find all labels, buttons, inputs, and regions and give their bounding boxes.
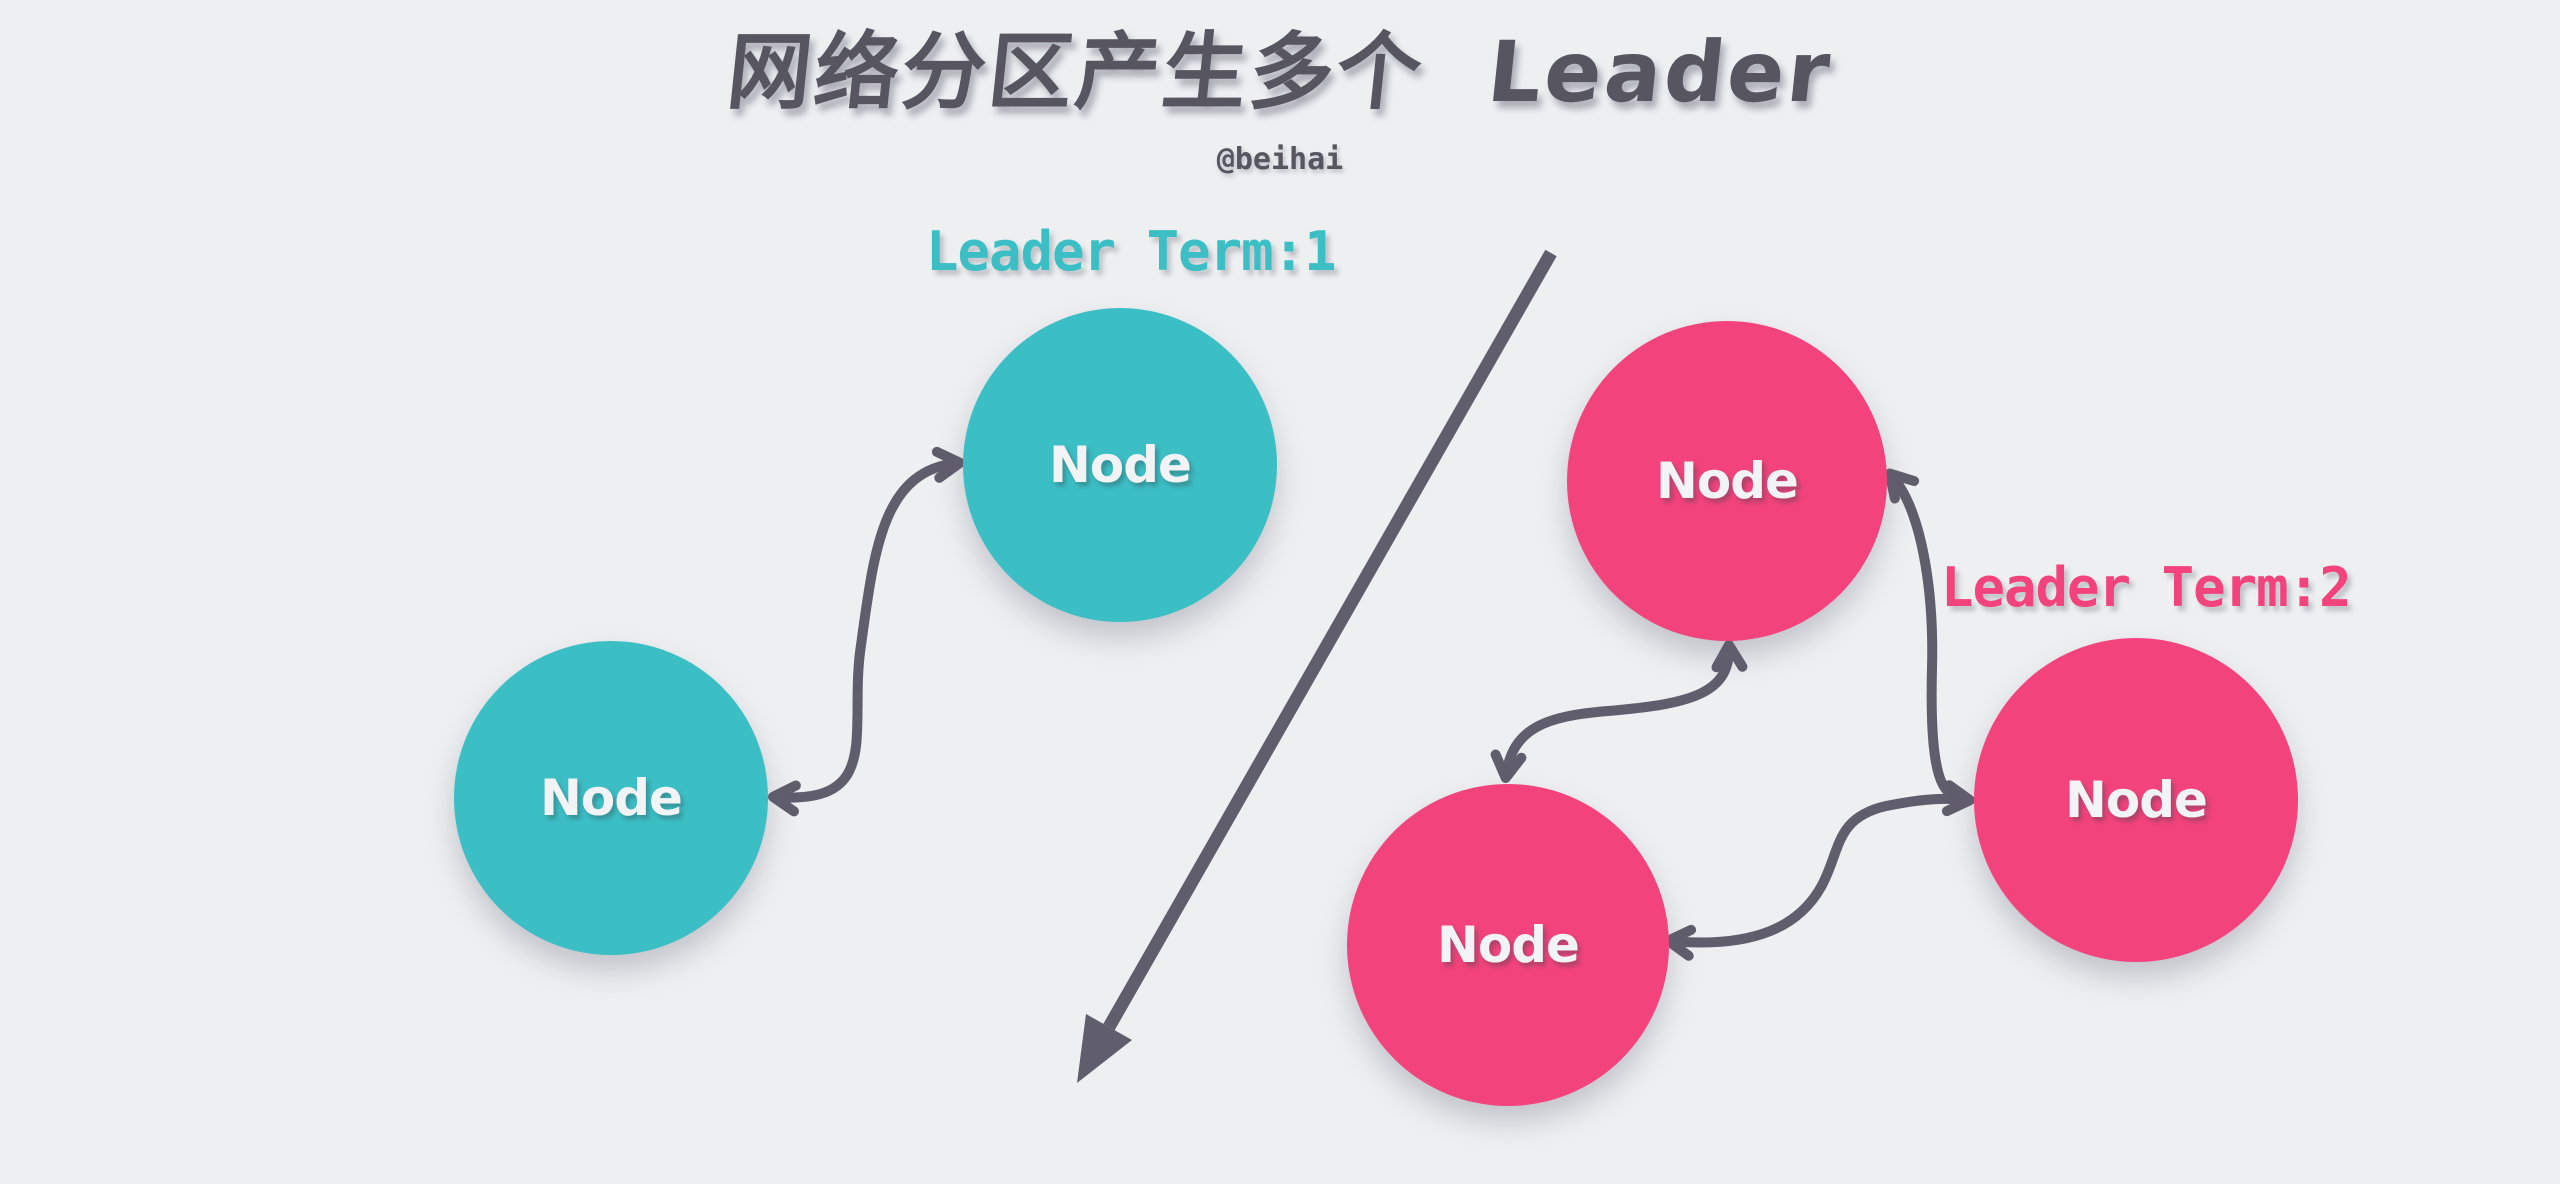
node-label: Node: [1049, 436, 1192, 494]
leader-term-1-label: Leader Term:1: [926, 220, 1337, 283]
node-pink-top: Node: [1567, 321, 1887, 641]
author-credit: @beihai: [1216, 142, 1344, 177]
partition-divider-arrow: [1077, 249, 1557, 1083]
node-pink-bottom: Node: [1347, 784, 1669, 1106]
node-label: Node: [1437, 916, 1580, 974]
arrow-teal-left-top: [768, 446, 965, 817]
node-pink-right: Node: [1974, 638, 2298, 962]
arrow-pink-right-bottom: [1663, 780, 1975, 961]
page-title: 网络分区产生多个 Leader: [722, 23, 1838, 121]
node-teal-left: Node: [454, 641, 768, 955]
node-label: Node: [540, 769, 683, 827]
partition-arrowhead: [1077, 1014, 1132, 1083]
leader-term-2-label: Leader Term:2: [1941, 556, 2352, 619]
node-teal-top: Node: [963, 308, 1277, 622]
arrow-pink-top-right: [1884, 468, 1957, 799]
node-label: Node: [1656, 452, 1799, 510]
partition-line: [1103, 249, 1557, 1031]
arrow-pink-bottom-top: [1490, 640, 1748, 783]
node-label: Node: [2065, 771, 2208, 829]
